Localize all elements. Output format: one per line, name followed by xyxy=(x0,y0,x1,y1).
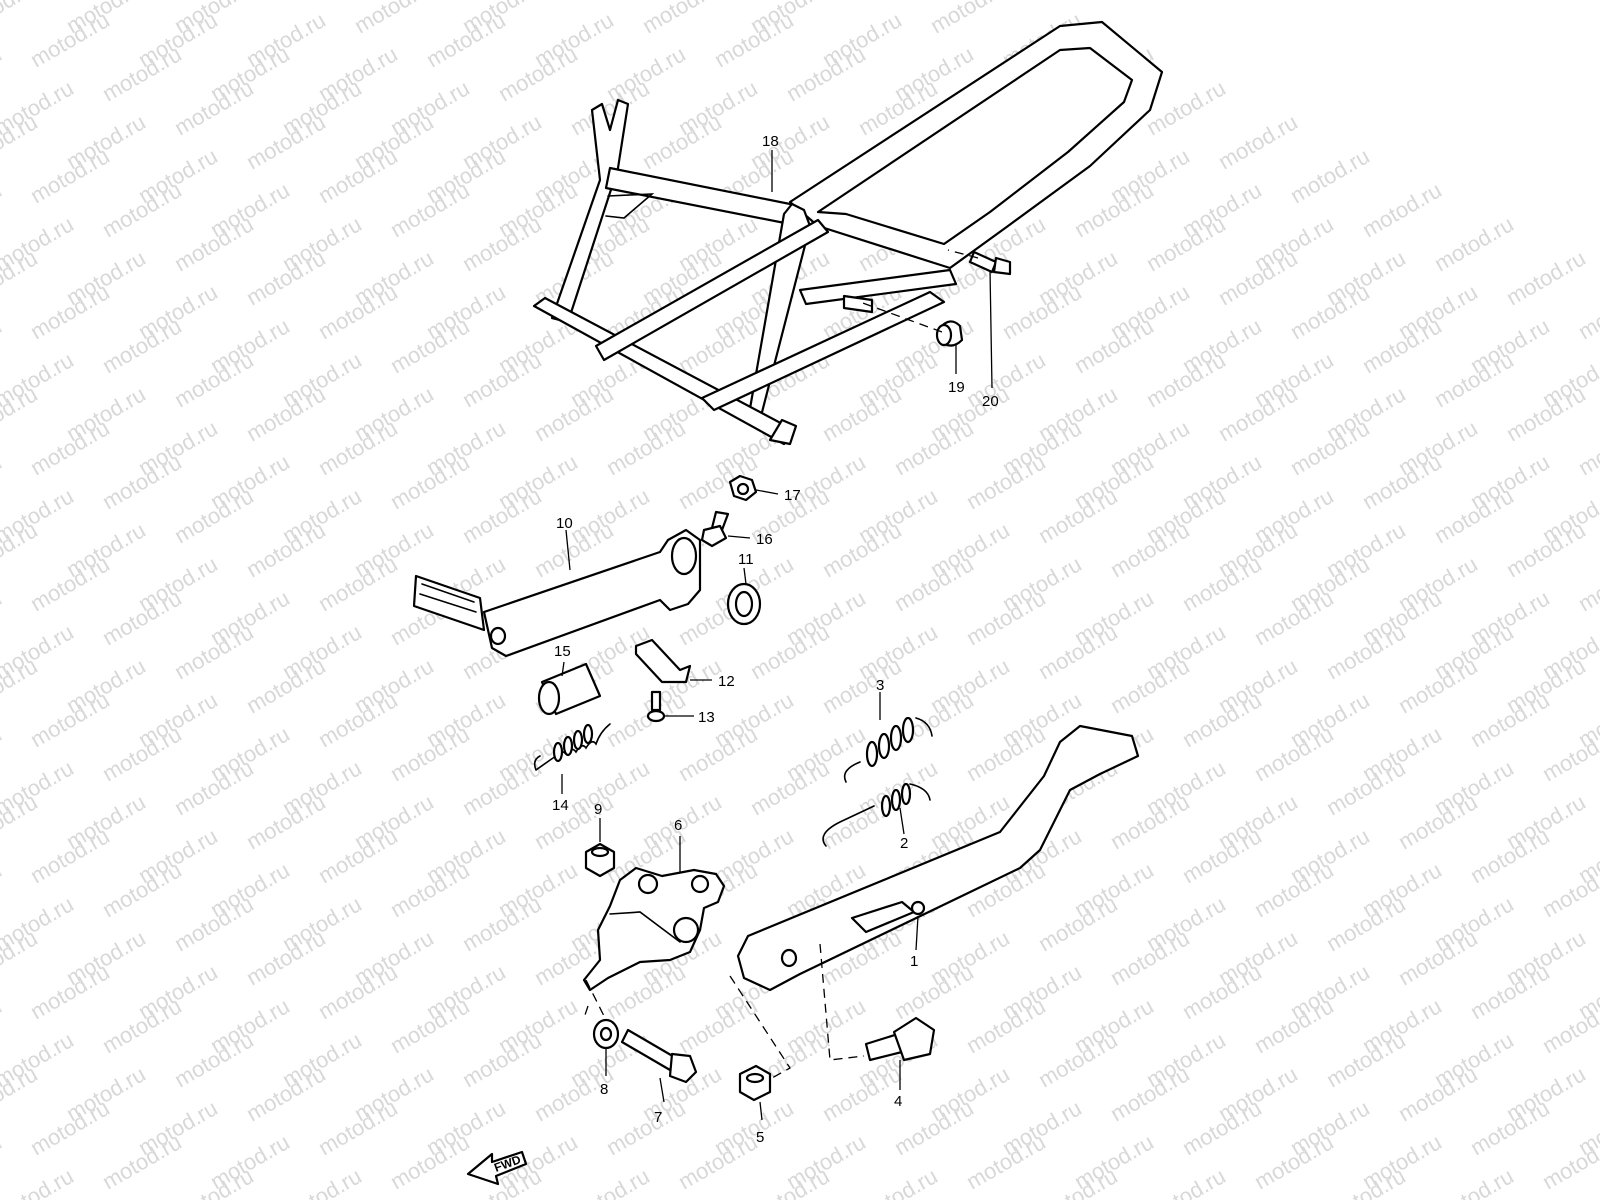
spring-part-3 xyxy=(843,716,933,783)
callout-17: 17 xyxy=(784,487,801,504)
callout-3: 3 xyxy=(876,677,884,694)
collar-part-15 xyxy=(537,662,602,716)
bolt-part-4 xyxy=(864,1016,936,1062)
callout-10: 10 xyxy=(556,515,573,532)
watermark-text: motod.ru xyxy=(1358,177,1446,242)
nut-part-17 xyxy=(728,474,758,502)
bracket-part-6 xyxy=(582,866,726,992)
watermark-text: motod.ru xyxy=(350,0,438,38)
callout-18: 18 xyxy=(762,133,779,150)
leader-lines xyxy=(561,150,993,1121)
bracket-part-12 xyxy=(634,638,692,684)
bolt-part-16 xyxy=(700,510,730,548)
callout-9: 9 xyxy=(594,801,602,818)
watermark-text: motod.ru xyxy=(1574,415,1600,480)
callout-14: 14 xyxy=(552,797,569,814)
watermark-text: motod.ru xyxy=(0,857,6,922)
watermark-text: motod.ru xyxy=(0,993,6,1058)
callout-5: 5 xyxy=(756,1129,764,1146)
watermark-text: motod.ru xyxy=(0,721,6,786)
watermark-text: motod.ru xyxy=(854,1163,942,1200)
callout-20: 20 xyxy=(982,393,999,410)
callout-13: 13 xyxy=(698,709,715,726)
watermark-text: motod.ru xyxy=(566,1163,654,1200)
watermark-text: motod.ru xyxy=(1430,211,1518,276)
spring-part-14 xyxy=(533,723,611,771)
lever-part-10 xyxy=(412,528,702,658)
callout-labels: 18 19 20 17 16 10 11 15 12 13 14 3 2 9 6… xyxy=(552,133,999,1146)
watermark-text: motod.ru xyxy=(0,449,6,514)
washer-part-8 xyxy=(592,1018,620,1050)
watermark-text: motod.ru xyxy=(854,0,942,4)
watermark-text: motod.ru xyxy=(0,1129,6,1194)
callout-12: 12 xyxy=(718,673,735,690)
cushion-part-19 xyxy=(935,320,964,347)
watermark-text: motod.ru xyxy=(926,0,1014,38)
nut-part-9 xyxy=(584,842,616,878)
watermark-text: motod.ru xyxy=(278,1163,366,1200)
callout-7: 7 xyxy=(654,1109,662,1126)
bolt-part-7 xyxy=(620,1028,698,1084)
spring-part-2 xyxy=(822,782,931,847)
callout-11: 11 xyxy=(738,551,754,568)
stand-frame-part-18 xyxy=(532,20,1164,446)
watermark-text: motod.ru xyxy=(0,585,6,650)
fwd-arrow-icon: FWD xyxy=(466,1150,528,1186)
callout-19: 19 xyxy=(948,379,965,396)
watermark-text: motod.ru xyxy=(1574,279,1600,344)
watermark-text: motod.ru xyxy=(1214,109,1302,174)
callout-15: 15 xyxy=(554,643,571,660)
side-stand-part-1 xyxy=(736,724,1140,992)
washer-part-11 xyxy=(726,582,762,626)
screw-part-13 xyxy=(646,690,666,723)
callout-16: 16 xyxy=(756,531,773,548)
watermark-text: motod.ru xyxy=(278,0,366,4)
watermark-text: motod.ru xyxy=(1430,1163,1518,1200)
callout-2: 2 xyxy=(900,835,908,852)
watermark-text: motod.ru xyxy=(1286,143,1374,208)
watermark-text: motod.ru xyxy=(566,0,654,4)
watermark-text: motod.ru xyxy=(1574,551,1600,616)
callout-1: 1 xyxy=(910,953,918,970)
watermark-text: motod.ru xyxy=(0,41,6,106)
watermark-text: motod.ru xyxy=(638,0,726,38)
nut-part-5 xyxy=(738,1064,772,1102)
watermark-text: motod.ru xyxy=(0,313,6,378)
assembly-lines xyxy=(583,249,979,1079)
callout-6: 6 xyxy=(674,817,682,834)
callout-8: 8 xyxy=(600,1081,608,1098)
watermark-text: motod.ru xyxy=(1142,1163,1230,1200)
watermark-text: motod.ru xyxy=(0,177,6,242)
callout-4: 4 xyxy=(894,1093,902,1110)
watermark-text: motod.ru xyxy=(1502,245,1590,310)
watermark-text: motod.ru xyxy=(0,0,42,38)
watermark-text: motod.ru xyxy=(0,1163,78,1200)
